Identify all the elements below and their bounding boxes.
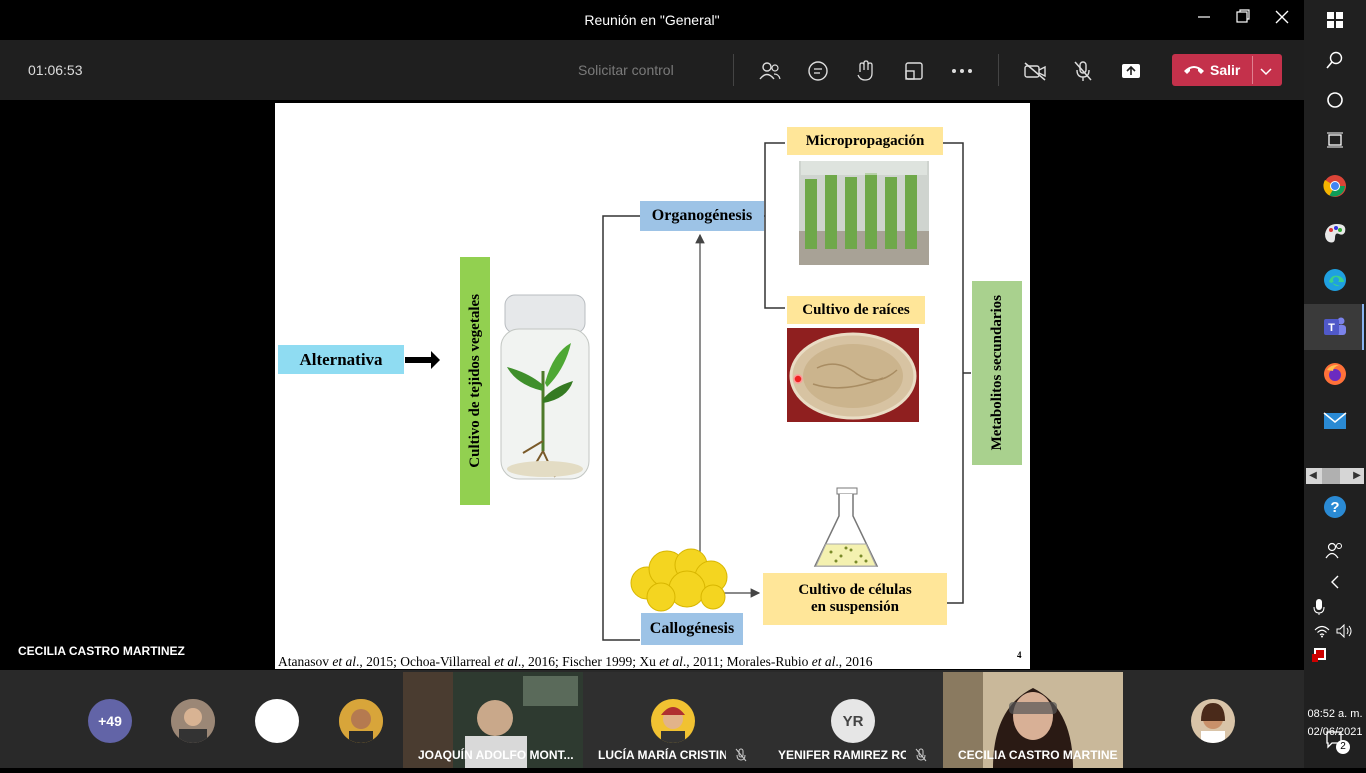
task-view-icon[interactable] [1320,125,1350,155]
toolbar-divider [733,54,734,86]
leave-button[interactable] [1172,54,1282,86]
micropropagation-image [799,161,929,265]
chevron-right-icon[interactable]: ▶ [1353,470,1361,481]
request-control-button[interactable]: Solicitar control [578,62,674,78]
tissue-culture-box: Cultivo de tejidos vegetales [460,257,490,505]
tissue-culture-label: Cultivo de tejidos vegetales [466,294,483,468]
secondary-metabolites-label: Metabolitos secundarios [988,295,1005,451]
suspension-culture-box: Cultivo de células en suspensión [763,573,947,625]
leave-label: Salir [1210,62,1241,78]
chevron-left-icon[interactable] [1320,567,1350,597]
chevron-left-icon[interactable]: ◀ [1309,470,1317,481]
callogenesis-box: Callogénesis [641,613,743,645]
toolbar-divider [998,54,999,86]
notifications-icon[interactable] [1325,730,1347,755]
edge-icon[interactable] [1320,265,1350,295]
participant-tile[interactable] [943,672,1123,768]
avatar[interactable] [171,699,215,743]
chat-icon[interactable] [805,58,831,84]
windows-start-icon[interactable] [1320,5,1350,35]
volume-icon[interactable] [1336,623,1354,643]
tray-app-icon[interactable] [1312,646,1328,667]
avatar-initials: YR [831,699,875,743]
suspension-line-1: Cultivo de células [798,582,912,598]
title-bar [0,0,1304,40]
participants-icon[interactable] [757,58,783,84]
suspension-line-2: en suspensión [811,599,899,615]
meeting-timer: 01:06:53 [28,62,83,78]
diagram-connectors [405,142,971,641]
callus-image [630,548,728,612]
svg-text:?: ? [1330,499,1339,516]
mic-off-icon [735,748,747,767]
root-culture-image [787,328,919,422]
reactions-icon[interactable] [853,58,879,84]
avatar[interactable] [1191,699,1235,743]
paint-icon[interactable] [1320,218,1350,248]
citation: Atanasov et al., 2015; Ochoa-Villarreal … [278,654,873,669]
participant-name: YENIFER RAMIREZ RO... [778,748,906,762]
people-icon[interactable] [1320,535,1350,565]
camera-off-icon[interactable] [1022,58,1048,84]
culture-jar-image [500,294,590,480]
microphone-icon[interactable] [1312,598,1326,621]
teams-icon[interactable]: T [1320,312,1350,342]
avatar[interactable] [339,699,383,743]
more-participants-button[interactable]: +49 [88,699,132,743]
active-app-indicator [1362,304,1364,350]
participant-name: LUCÍA MARÍA CRISTIN... [598,748,726,762]
help-icon[interactable]: ? [1320,492,1350,522]
close-icon[interactable] [1270,8,1294,32]
presentation-slide: Alternativa Cultivo de tejidos vegetales… [275,103,1030,669]
restore-icon[interactable] [1231,8,1255,32]
chevron-down-icon[interactable] [1259,64,1273,82]
firefox-icon[interactable] [1320,359,1350,389]
scrollbar-thumb[interactable] [1322,468,1340,484]
root-culture-box: Cultivo de raíces [787,296,925,324]
window-title: Reunión en "General" [584,12,720,28]
taskbar-time[interactable]: 08:52 a. m. [1307,708,1363,720]
slide-page-number: 4 [1017,650,1022,660]
breakout-rooms-icon[interactable] [901,58,927,84]
minimize-icon[interactable] [1192,8,1216,32]
wifi-icon[interactable] [1314,624,1330,643]
cortana-icon[interactable] [1320,85,1350,115]
organogenesis-box: Organogénesis [640,201,764,231]
share-screen-icon[interactable] [1118,58,1144,84]
mail-icon[interactable] [1320,406,1350,436]
notification-count-badge: 2 [1336,740,1350,754]
participant-video [403,672,583,768]
more-options-icon[interactable] [949,58,975,84]
avatar [651,699,695,743]
leave-divider [1252,56,1253,84]
presenter-name: CECILIA CASTRO MARTINEZ [18,644,185,658]
avatar[interactable] [255,699,299,743]
mic-off-icon [915,748,927,767]
secondary-metabolites-box: Metabolitos secundarios [972,281,1022,465]
mic-off-icon[interactable] [1070,58,1096,84]
participant-video [943,672,1123,768]
participant-name: JOAQUÍN ADOLFO MONT... [418,748,574,762]
search-icon[interactable] [1320,45,1350,75]
micropropagation-box: Micropropagación [787,127,943,155]
svg-text:T: T [1328,322,1335,334]
alternativa-box: Alternativa [278,345,404,374]
participant-tile[interactable] [403,672,583,768]
participant-name: CECILIA CASTRO MARTINEZ [958,748,1118,762]
chrome-icon[interactable] [1320,171,1350,201]
flask-image [813,487,879,567]
hang-up-icon [1183,62,1205,81]
